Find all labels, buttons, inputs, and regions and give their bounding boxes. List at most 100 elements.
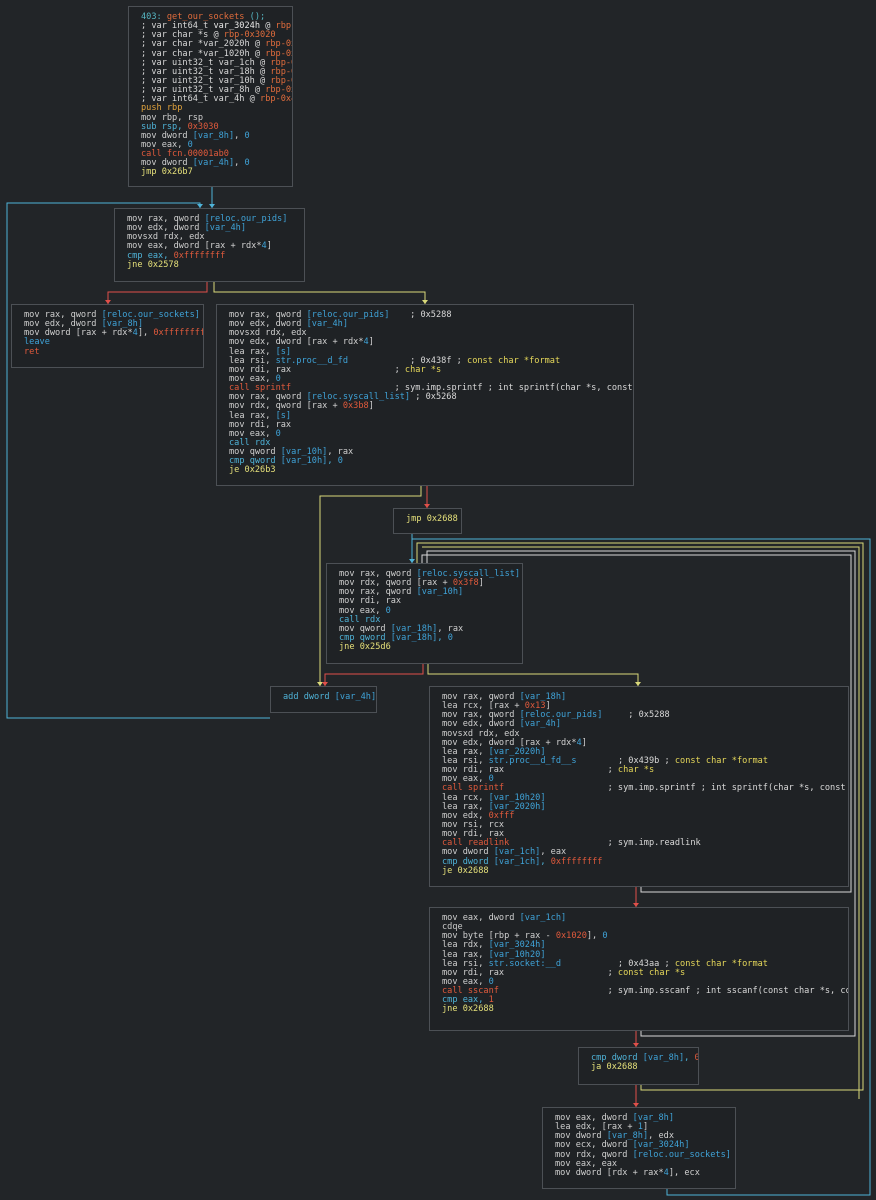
asm-line[interactable]: mov rax, qword [reloc.syscall_list] ; 0x… [339,569,522,579]
asm-line[interactable]: lea edx, [rax + 1] [555,1123,735,1132]
asm-line[interactable]: ; var uint32_t var_1ch @ rbp-0x1c [141,58,292,68]
asm-line[interactable]: ; var uint32_t var_8h @ rbp-0x8 [141,86,292,95]
asm-line[interactable]: mov dword [var_8h], 0 [141,131,292,141]
asm-line[interactable]: ; var int64_t var_4h @ rbp-0x4 [141,95,292,104]
asm-line[interactable]: mov eax, dword [rax + rdx*4] [127,242,304,251]
asm-line[interactable]: ; var uint32_t var_10h @ rbp-0x10 [141,76,292,86]
asm-line[interactable]: sub rsp, 0x3030 [141,122,292,132]
block-jmp-2688[interactable]: jmp 0x2688 [393,508,462,534]
asm-line[interactable]: mov dword [rax + rdx*4], 0xffffffff ; -1 [24,329,203,338]
asm-line[interactable]: lea rax, [s] [229,347,633,357]
asm-line[interactable]: mov ecx, dword [var_3024h] [555,1141,735,1150]
asm-line[interactable]: lea rcx, [rax + 0x13] [442,702,848,711]
asm-line[interactable]: mov eax, 0 [141,140,292,150]
asm-line[interactable]: mov rdi, rax [229,420,633,430]
asm-line[interactable]: jmp 0x2688 [406,514,461,524]
asm-line[interactable]: call rdx [229,438,633,448]
asm-line[interactable]: mov rdi, rax ; char *s [229,365,633,375]
asm-line[interactable]: call sprintf ; sym.imp.sprintf ; int spr… [229,384,633,393]
block-entry[interactable]: 403: get_our_sockets ();; var int64_t va… [128,6,293,187]
asm-line[interactable]: mov eax, 0 [229,374,633,384]
asm-line[interactable]: add dword [var_4h], 1 [283,692,376,702]
asm-line[interactable]: 403: get_our_sockets (); [141,12,292,22]
asm-line[interactable]: mov dword [var_1ch], eax [442,848,848,857]
asm-line[interactable]: mov eax, dword [var_1ch] [442,913,848,923]
asm-line[interactable]: call sprintf ; sym.imp.sprintf ; int spr… [442,784,848,793]
asm-line[interactable]: jne 0x2688 [442,1005,848,1014]
asm-line[interactable]: call rdx [339,615,522,625]
asm-line[interactable]: push rbp [141,104,292,113]
asm-line[interactable]: cmp dword [var_8h], 0x3fe [591,1053,698,1063]
asm-line[interactable]: mov rdx, qword [rax + 0x3f8] [339,579,522,588]
asm-line[interactable]: mov edx, dword [rax + rdx*4] [229,338,633,347]
asm-line[interactable]: mov eax, 0 [442,977,848,987]
asm-line[interactable]: mov rax, qword [var_18h] [442,692,848,702]
asm-line[interactable]: mov rsi, rcx [442,820,848,830]
asm-line[interactable]: lea rax, [var_10h20] [442,950,848,960]
asm-line[interactable]: ja 0x2688 [591,1063,698,1072]
asm-line[interactable]: mov qword [var_18h], rax [339,624,522,634]
asm-line[interactable]: mov rax, qword [var_10h] [339,588,522,597]
asm-line[interactable]: mov rax, qword [reloc.syscall_list] ; 0x… [229,393,633,402]
asm-line[interactable]: mov edx, 0xfff [442,811,848,821]
asm-line[interactable]: mov rax, qword [reloc.our_pids] ; 0x5288 [229,310,633,320]
asm-line[interactable]: mov dword [rdx + rax*4], ecx [555,1168,735,1178]
block-return[interactable]: mov rax, qword [reloc.our_sockets] ; 0x5… [11,304,204,368]
asm-line[interactable]: jne 0x25d6 [339,643,522,652]
asm-line[interactable]: jne 0x2578 [127,260,304,270]
asm-line[interactable]: leave [24,338,203,347]
asm-line[interactable]: lea rsi, str.socket:__d ; 0x43aa ; const… [442,959,848,969]
block-sprintf-opendir[interactable]: mov rax, qword [reloc.our_pids] ; 0x5288… [216,304,634,486]
asm-line[interactable]: mov rbp, rsp [141,113,292,123]
asm-line[interactable]: mov rdx, qword [reloc.our_sockets] ; 0x5… [555,1150,735,1160]
asm-line[interactable]: mov rdi, rax ; char *s [442,766,848,775]
asm-line[interactable]: mov eax, 0 [229,429,633,439]
block-increment[interactable]: add dword [var_4h], 1 [270,686,377,713]
asm-line[interactable]: call fcn.00001ab0 [141,150,292,159]
asm-line[interactable]: mov rax, qword [reloc.our_pids] ; 0x5288 [442,711,848,720]
asm-line[interactable]: lea rax, [s] [229,411,633,421]
block-readdir[interactable]: mov rax, qword [reloc.syscall_list] ; 0x… [326,563,523,664]
asm-line[interactable]: mov eax, 0 [442,775,848,784]
asm-line[interactable]: mov dword [var_8h], edx [555,1132,735,1141]
asm-line[interactable]: cmp qword [var_18h], 0 [339,633,522,643]
asm-line[interactable]: ret [24,347,203,357]
block-cmp-3fe[interactable]: cmp dword [var_8h], 0x3feja 0x2688 [578,1047,699,1085]
asm-line[interactable]: ; var uint32_t var_18h @ rbp-0x18 [141,67,292,77]
asm-line[interactable]: movsxd rdx, edx [127,233,304,242]
asm-line[interactable]: mov eax, dword [var_8h] [555,1113,735,1123]
asm-line[interactable]: cdqe [442,923,848,932]
block-readlink[interactable]: mov rax, qword [var_18h]lea rcx, [rax + … [429,686,849,887]
asm-line[interactable]: ; var char *var_1020h @ rbp-0x1020 [141,49,292,59]
asm-line[interactable]: mov rdi, rax ; const char *s [442,968,848,978]
asm-line[interactable]: mov edx, dword [var_4h] [127,224,304,233]
asm-line[interactable]: cmp eax, 1 [442,996,848,1005]
asm-line[interactable]: lea rsi, str.proc__d_fd ; 0x438f ; const… [229,356,633,366]
asm-line[interactable]: mov edx, dword [var_4h] [229,320,633,329]
block-loop-head[interactable]: mov rax, qword [reloc.our_pids] ; 0x5288… [114,208,305,282]
asm-line[interactable]: lea rax, [var_2020h] [442,802,848,812]
asm-line[interactable]: mov edx, dword [rax + rdx*4] [442,738,848,748]
asm-line[interactable]: ; var char *s @ rbp-0x3020 [141,31,292,40]
asm-line[interactable]: mov byte [rbp + rax - 0x1020], 0 [442,932,848,941]
asm-line[interactable]: movsxd rdx, edx [229,329,633,338]
asm-line[interactable]: mov rdx, qword [rax + 0x3b8] [229,402,633,411]
asm-line[interactable]: mov eax, eax [555,1159,735,1169]
asm-line[interactable]: mov dword [var_4h], 0 [141,159,292,168]
asm-line[interactable]: mov eax, 0 [339,606,522,616]
asm-line[interactable]: jmp 0x26b7 [141,168,292,177]
asm-line[interactable]: lea rdx, [var_3024h] [442,941,848,950]
asm-line[interactable]: mov edx, dword [var_8h] [24,320,203,329]
asm-line[interactable]: lea rax, [var_2020h] [442,747,848,757]
asm-line[interactable]: mov rdi, rax [339,597,522,606]
asm-line[interactable]: je 0x2688 [442,866,848,876]
asm-line[interactable]: je 0x26b3 [229,466,633,475]
asm-line[interactable]: mov rdi, rax [442,830,848,839]
asm-line[interactable]: mov rax, qword [reloc.our_pids] ; 0x5288 [127,214,304,224]
asm-line[interactable]: movsxd rdx, edx [442,729,848,739]
asm-line[interactable]: cmp eax, 0xffffffff [127,251,304,261]
asm-line[interactable]: call readlink ; sym.imp.readlink [442,839,848,848]
asm-line[interactable]: call sscanf ; sym.imp.sscanf ; int sscan… [442,987,848,996]
asm-line[interactable]: ; var int64_t var_3024h @ rbp-0x3024 [141,22,292,31]
